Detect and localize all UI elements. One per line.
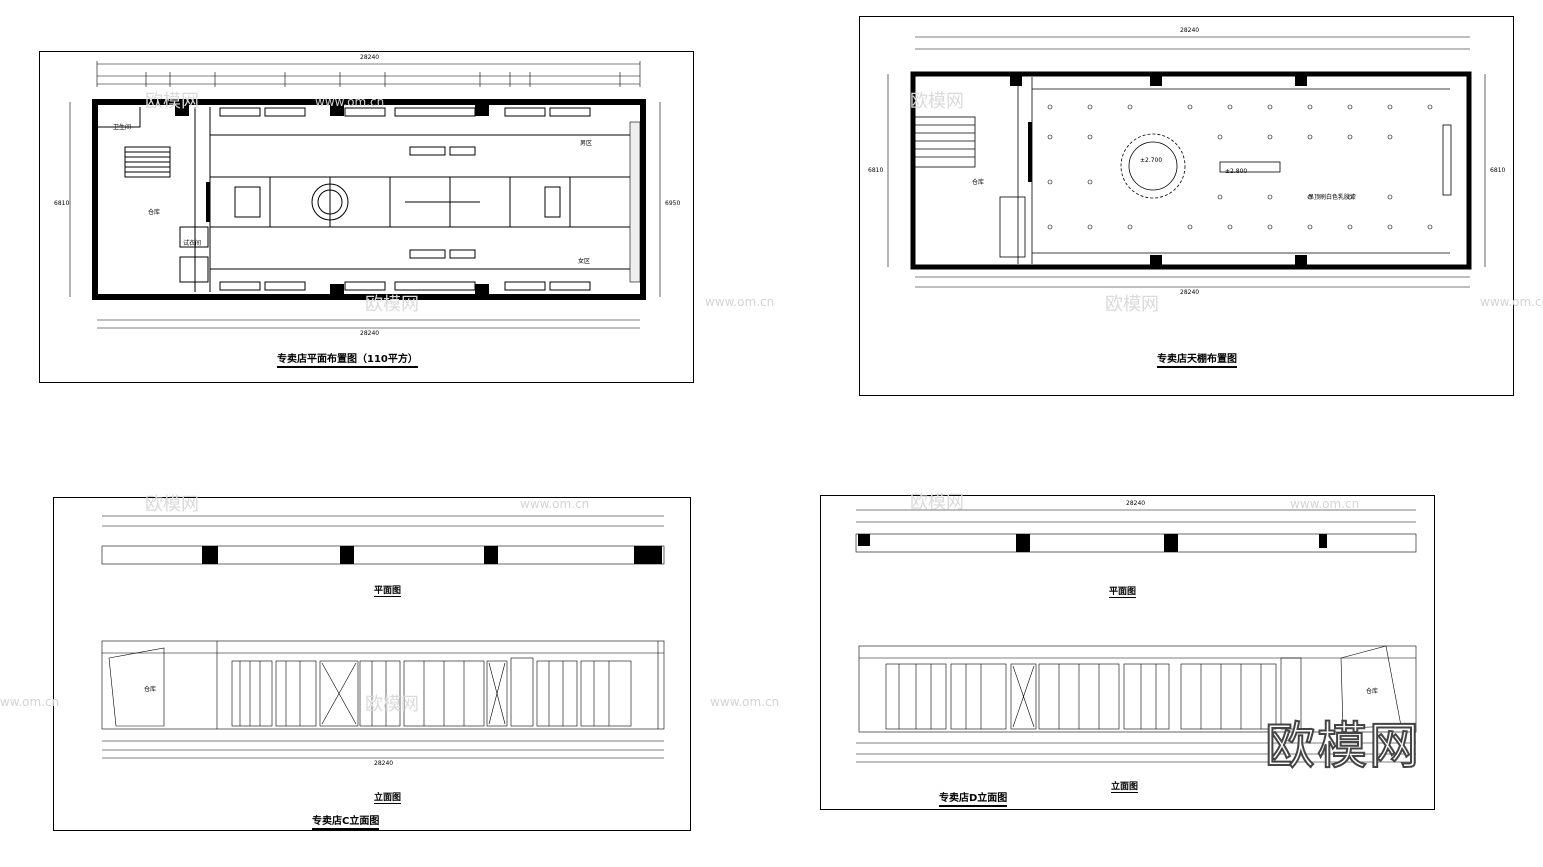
floor-plan-drawing — [69, 61, 661, 329]
ceiling-left-total: 6810 — [868, 167, 884, 174]
ceiling-right-total: 6810 — [1490, 167, 1506, 174]
ceiling-note: 吊顶刷白色乳胶漆 — [1308, 194, 1357, 201]
ceiling-plan-title: 专卖店天棚布置图 — [1157, 350, 1237, 368]
ceiling-dim-total-bottom: 28240 — [1180, 289, 1200, 296]
ceiling-plan-sheet: 28240 28240 6810 6810 ±2.700 ±2.800 吊顶刷白… — [859, 16, 1514, 396]
elev-d-total: 28240 — [1126, 500, 1146, 507]
elev-d-storage: 仓库 — [1366, 688, 1379, 695]
ceiling-level-2: ±2.800 — [1225, 168, 1248, 175]
ceiling-level-1: ±2.700 — [1140, 157, 1163, 164]
zone-women-label: 女区 — [578, 258, 591, 265]
downlight-grid — [1047, 104, 1433, 230]
dim-right-total: 6950 — [665, 200, 681, 207]
elev-c-elev-caption: 立面图 — [374, 790, 402, 804]
elev-c-plan-caption: 平面图 — [374, 583, 402, 597]
elevation-c-title: 专卖店C立面图 — [312, 812, 380, 830]
toilet-label: 卫生间 — [113, 124, 132, 131]
floor-plan-title: 专卖店平面布置图（110平方） — [277, 350, 418, 368]
fitting-room-label: 试衣间 — [183, 240, 202, 247]
elev-c-storage: 仓库 — [144, 686, 157, 693]
dim-left-total: 6810 — [54, 200, 70, 207]
elev-d-elev-caption: 立面图 — [1111, 779, 1139, 793]
floor-plan-sheet: 28240 28240 6810 6950 男区 女区 仓库 卫生间 试衣间 专… — [39, 51, 694, 383]
watermark-url-6: www.om.cn — [0, 695, 60, 709]
elevation-c-drawing — [101, 515, 665, 759]
watermark-url-7: www.om.cn — [710, 695, 780, 709]
ceiling-storage: 仓库 — [972, 179, 985, 186]
ceiling-dim-total: 28240 — [1180, 27, 1200, 34]
zone-men-label: 男区 — [580, 140, 593, 147]
watermark-url-2: www.om.cn — [705, 295, 775, 309]
elevation-d-title: 专卖店D立面图 — [939, 789, 1008, 807]
brand-logo: 欧模网 — [1264, 716, 1421, 776]
storage-label: 仓库 — [148, 209, 161, 216]
dim-total-bottom: 28240 — [360, 330, 380, 337]
elev-d-plan-caption: 平面图 — [1109, 584, 1137, 598]
dim-total-top: 28240 — [360, 54, 380, 61]
elev-d-cabinets — [885, 657, 1302, 730]
elev-c-total: 28240 — [374, 760, 394, 767]
elev-c-cabinets — [231, 657, 632, 727]
elevation-d-sheet: 28240 仓库 平面图 立面图 专卖店D立面图 — [820, 495, 1435, 810]
ceiling-plan-drawing — [887, 36, 1486, 288]
elevation-c-sheet: 28240 仓库 平面图 立面图 专卖店C立面图 — [53, 497, 691, 831]
elevation-d-drawing — [855, 509, 1417, 763]
